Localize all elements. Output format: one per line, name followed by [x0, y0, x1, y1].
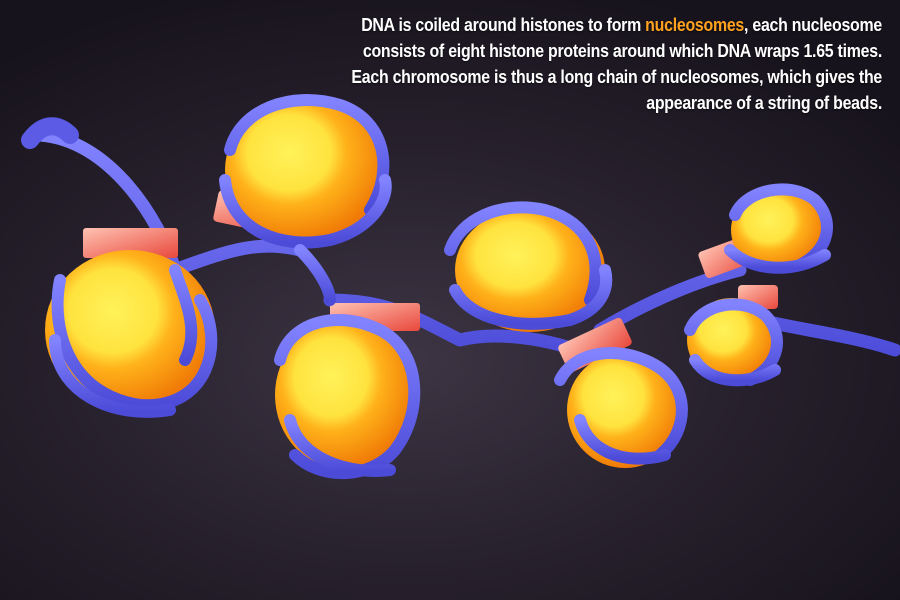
dna-strand-end: [21, 117, 79, 149]
caption-part1: DNA is coiled around histones to form: [361, 14, 646, 35]
dna-wraps: [49, 94, 833, 480]
caption-text: DNA is coiled around histones to form nu…: [323, 12, 882, 116]
caption-part2: , each nucleosome consists of eight hist…: [351, 14, 882, 113]
nucleosome-bead: [45, 98, 825, 470]
caption-highlight: nucleosomes: [645, 14, 745, 35]
